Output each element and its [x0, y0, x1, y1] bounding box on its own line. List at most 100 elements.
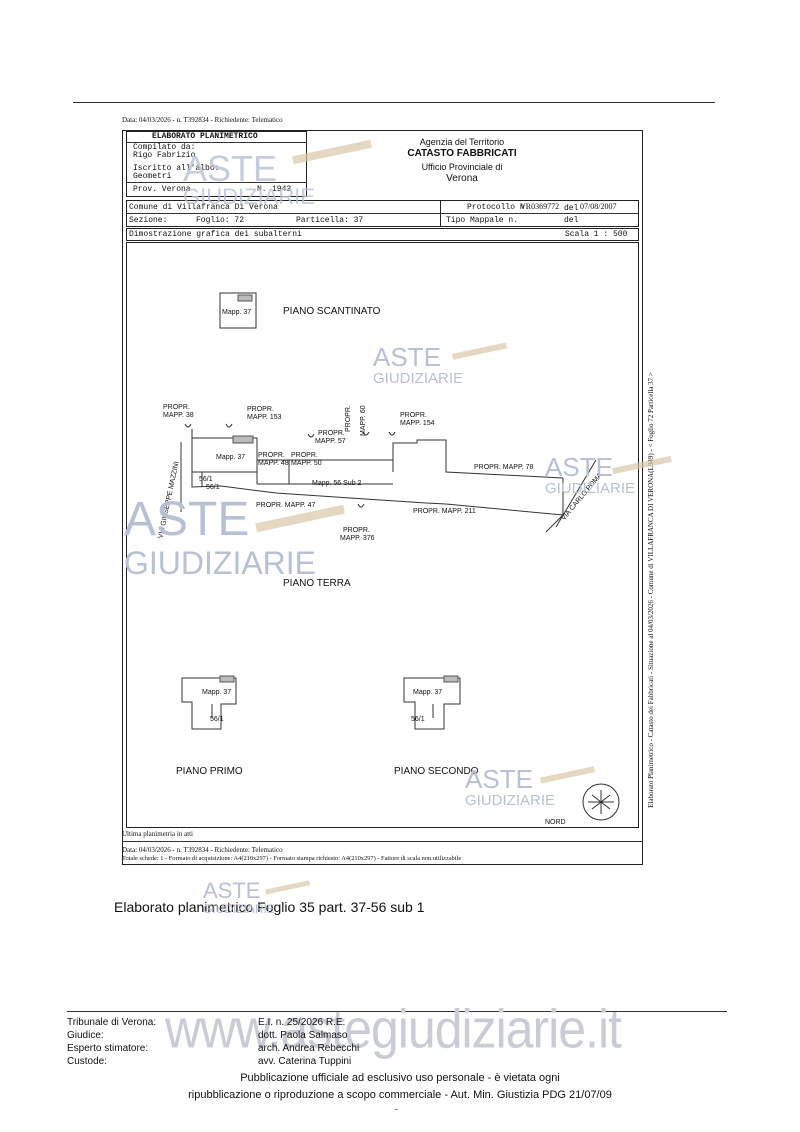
- terra-mapp37: Mapp. 37: [216, 454, 246, 461]
- terra-sub561-b: 56/1: [206, 484, 220, 491]
- propr-153-b: MAPP. 153: [247, 414, 282, 421]
- piano-terra-label: PIANO TERRA: [283, 578, 351, 589]
- tipo-mappale-del: del: [564, 216, 579, 225]
- n-value: 1943: [272, 185, 292, 194]
- bottom-data-line: Data: 04/03/2026 - n. T392834 - Richiede…: [122, 846, 283, 854]
- bottom-totale-line: Totale schede: 1 - Formato di acquisizio…: [122, 855, 462, 862]
- terra-outline-east: [392, 439, 564, 479]
- propr-153-a: PROPR.: [247, 406, 274, 413]
- via-poma-line1: [545, 514, 564, 533]
- gavel-icon: [292, 139, 372, 165]
- propr-50-b: MAPP. 50: [291, 460, 322, 467]
- page-marker: -: [395, 1104, 398, 1114]
- footer-value-esperto: arch. Andrea Rebecchi: [258, 1043, 360, 1054]
- protocollo-del-label: del: [564, 204, 579, 213]
- iscritto-label: Iscritto all'albo:: [133, 164, 220, 173]
- particella-label: Particella: 37: [296, 216, 364, 225]
- propr-47: PROPR. MAPP. 47: [256, 502, 316, 509]
- boundary-tick-6: [357, 503, 365, 508]
- compilatore-box: [126, 131, 307, 197]
- boundary-tick-1: [184, 423, 192, 428]
- propr-154-a: PROPR.: [400, 412, 427, 419]
- header-line: Data: 04/03/2026 - n. T392834 - Richiede…: [122, 116, 283, 124]
- n-label: N.: [257, 185, 267, 194]
- prov-label: Prov. Verona: [133, 185, 191, 194]
- drawing-area: [126, 242, 639, 828]
- form-title-rule: [126, 142, 307, 143]
- propr-57-b: MAPP. 57: [315, 438, 346, 445]
- footer-label-esperto: Esperto stimatore:: [67, 1043, 149, 1054]
- gavel-icon: [612, 455, 672, 475]
- nord-label: NORD: [545, 819, 566, 826]
- floor-plan-drawing: [180, 292, 620, 821]
- gavel-icon: [265, 880, 311, 895]
- comune-label: Comune di Villafranca Di Verona: [129, 203, 278, 212]
- protocollo-label: Protocollo n.: [467, 203, 530, 212]
- agency-line4: Verona: [446, 173, 478, 184]
- boundary-tick-2: [225, 423, 233, 428]
- primo-unit: [181, 677, 237, 730]
- secondo-sub561: 56/1: [411, 716, 425, 723]
- info-mid-rule: [126, 213, 639, 214]
- secondo-mapp37: Mapp. 37: [413, 689, 443, 696]
- north-compass-lines: [588, 790, 614, 814]
- top-rule: [73, 102, 715, 103]
- primo-sub561: 56/1: [210, 716, 224, 723]
- scala-label: Scala 1 : 500: [565, 230, 628, 239]
- bottom-rule: [122, 841, 643, 842]
- footer-value-custode: avv. Caterina Tuppini: [258, 1056, 352, 1067]
- propr-211: PROPR. MAPP. 211: [413, 508, 476, 515]
- foglio-label: Foglio: 72: [196, 216, 245, 225]
- footer-value-giudice: dott. Paola Salmaso: [258, 1030, 348, 1041]
- dimostrazione-label: Dimostrazione grafica dei subalterni: [129, 230, 302, 239]
- piano-scantinato-label: PIANO SCANTINATO: [283, 306, 381, 317]
- scantinato-stair: [237, 294, 253, 302]
- agency-line3: Ufficio Provinciale di: [421, 162, 503, 172]
- protocollo-date: 07/08/2007: [580, 202, 617, 211]
- boundary-tick-4: [362, 431, 370, 436]
- piano-secondo-label: PIANO SECONDO: [394, 766, 479, 777]
- form-prov-rule: [126, 182, 307, 183]
- form-title: ELABORATO PLANIMETRICO: [152, 132, 258, 141]
- footer-notice-2: ripubblicazione o riproduzione a scopo c…: [188, 1089, 612, 1101]
- compilato-name: Rigo Fabrizio: [133, 151, 196, 160]
- tipo-mappale-label: Tipo Mappale n.: [446, 216, 519, 225]
- boundary-tick-3: [307, 433, 315, 438]
- terra-stair: [232, 435, 254, 444]
- terra-outline-north: [192, 437, 393, 461]
- propr-48-b: MAPP. 48: [258, 460, 289, 467]
- primo-mapp37: Mapp. 37: [202, 689, 232, 696]
- ultima-planimetria: Ultima planimetria in atti: [122, 830, 193, 838]
- piano-primo-label: PIANO PRIMO: [176, 766, 243, 777]
- cadastral-sheet: [122, 130, 643, 865]
- footer-label-tribunale: Tribunale di Verona:: [67, 1017, 157, 1028]
- propr-154-b: MAPP. 154: [400, 420, 435, 427]
- document-caption: Elaborato planimetrico Foglio 35 part. 3…: [114, 899, 425, 915]
- footer-rule: [67, 1011, 727, 1012]
- footer-notice-1: Pubblicazione ufficiale ad esclusivo uso…: [240, 1072, 560, 1084]
- propr-376-a: PROPR.: [343, 527, 370, 534]
- gavel-icon: [451, 342, 508, 360]
- secondo-unit: [403, 677, 461, 730]
- north-circle: [582, 783, 620, 821]
- boundary-tick-5: [388, 431, 396, 436]
- propr-38-b: MAPP. 38: [163, 412, 194, 419]
- protocollo-value: VR0369772: [520, 202, 560, 211]
- gavel-icon: [539, 766, 596, 784]
- terra-sub561-a: 56/1: [199, 476, 213, 483]
- agency-line2: CATASTO FABBRICATI: [407, 148, 517, 159]
- propr-57-a: PROPR.: [318, 430, 345, 437]
- footer-label-giudice: Giudice:: [67, 1030, 104, 1041]
- propr-38-a: PROPR.: [163, 404, 190, 411]
- propr-50-a: PROPR.: [291, 452, 318, 459]
- primo-stair: [219, 675, 235, 683]
- scantinato-mapp37: Mapp. 37: [222, 309, 252, 316]
- footer-label-custode: Custode:: [67, 1056, 108, 1067]
- agency-line1: Agenzia del Territorio: [419, 137, 505, 147]
- propr-78: PROPR. MAPP. 78: [474, 464, 534, 471]
- footer-value-tribunale: E.I. n. 25/2026 R.E.: [258, 1017, 346, 1028]
- terra-outline-south: [191, 429, 564, 516]
- compilato-label: Compilato da:: [133, 143, 196, 152]
- via-poma-line2: [555, 459, 597, 528]
